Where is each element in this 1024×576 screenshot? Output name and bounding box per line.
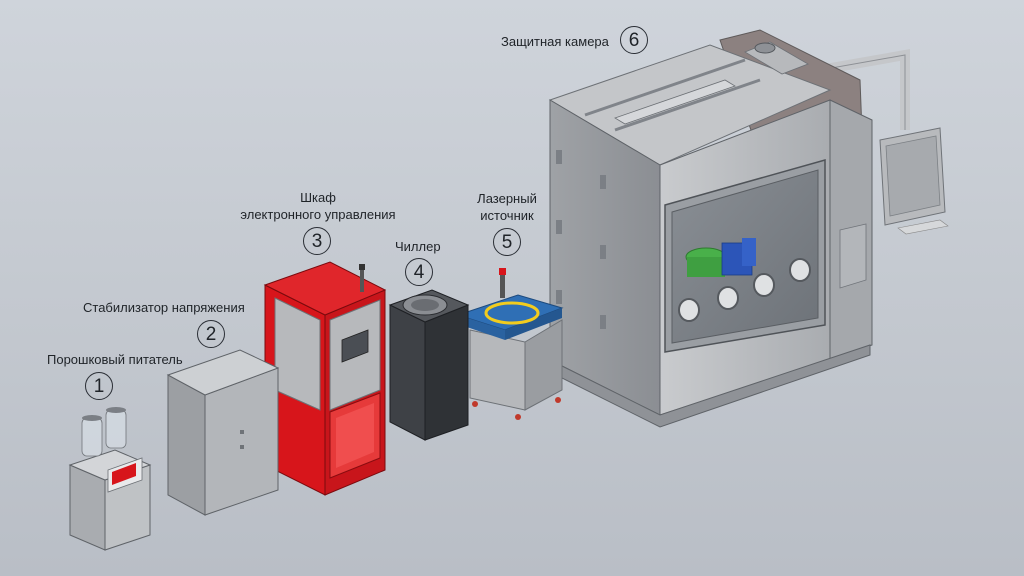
number-marker-5: 5 <box>493 228 521 256</box>
label-laser-source-line1: Лазерный <box>477 191 537 206</box>
label-powder-feeder: Порошковый питатель <box>47 352 183 367</box>
number-marker-4: 4 <box>405 258 433 286</box>
voltage-stabilizer <box>166 349 280 516</box>
label-voltage-stabilizer: Стабилизатор напряжения <box>83 300 245 315</box>
laser-source <box>456 268 564 420</box>
number-marker-6: 6 <box>620 26 648 54</box>
label-laser-source-line2: источник <box>480 208 534 223</box>
protective-chamber <box>548 29 949 428</box>
electronic-control-cabinet <box>263 261 387 496</box>
label-control-cabinet-line1: Шкаф <box>300 190 336 205</box>
label-protective-chamber: Защитная камера <box>501 34 609 49</box>
number-marker-2: 2 <box>197 320 225 348</box>
chiller <box>388 289 470 441</box>
label-chiller: Чиллер <box>395 239 441 254</box>
powder-feeder <box>68 407 152 551</box>
number-marker-3: 3 <box>303 227 331 255</box>
label-control-cabinet-line2: электронного управления <box>240 207 396 222</box>
number-marker-1: 1 <box>85 372 113 400</box>
